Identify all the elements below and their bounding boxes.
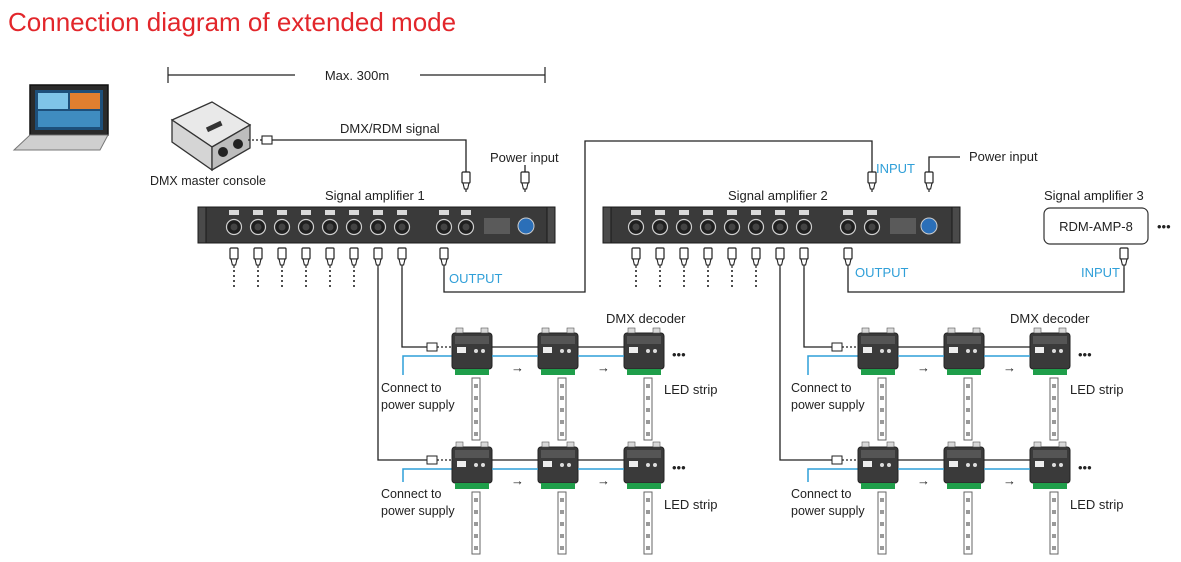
input-label-2: INPUT: [876, 161, 915, 176]
led-strip-label-2a: LED strip: [1070, 382, 1123, 397]
master-console-label: DMX master console: [150, 174, 266, 188]
dmx-signal-cable: [248, 135, 471, 193]
power-input-plug-1: [520, 165, 530, 193]
power-supply-label-2b-l1: Connect to: [791, 487, 852, 501]
amp1-to-amp2-cable: [443, 140, 873, 293]
power-supply-label-1a-l1: Connect to: [381, 381, 442, 395]
distance-label: Max. 300m: [325, 68, 389, 83]
dmx-decoder: [451, 441, 493, 490]
signal-amplifier-1: [197, 206, 556, 244]
flow-arrow: →: [917, 360, 930, 375]
dmx-decoder: [943, 327, 985, 376]
signal-label: DMX/RDM signal: [340, 121, 440, 136]
power-supply-label-1a-l2: power supply: [381, 398, 455, 412]
chain-more-1b: •••: [672, 460, 686, 475]
decoder-label-1a: DMX decoder: [606, 311, 686, 326]
led-strip-label-1a: LED strip: [664, 382, 717, 397]
power-input-label-2: Power input: [969, 149, 1038, 164]
chain-more-2a: •••: [1078, 347, 1092, 362]
laptop-icon: [12, 84, 109, 151]
flow-arrow: →: [1003, 360, 1016, 375]
dmx-decoder: [857, 327, 899, 376]
dmx-decoder: [943, 441, 985, 490]
input-label-3: INPUT: [1081, 265, 1120, 280]
power-input-plug-2: [924, 156, 960, 193]
amp2-to-amp3-cable: [847, 268, 1125, 293]
power-supply-label-1b-l2: power supply: [381, 504, 455, 518]
dmx-decoder: [857, 441, 899, 490]
dmx-decoder: [537, 327, 579, 376]
flow-arrow: →: [511, 360, 524, 375]
decoder-label-2a: DMX decoder: [1010, 311, 1090, 326]
dmx-master-console-icon: [170, 101, 252, 172]
amplifier-1-output-plugs: [229, 247, 449, 290]
power-supply-label-2a-l2: power supply: [791, 398, 865, 412]
dmx-decoder: [537, 441, 579, 490]
dmx-decoder: [623, 327, 665, 376]
decoder-chain-1a: → →: [401, 268, 665, 441]
flow-arrow: →: [917, 473, 930, 488]
decoder-chain-1b: → →: [377, 268, 665, 555]
chain-more-2b: •••: [1078, 460, 1092, 475]
dmx-decoder: [623, 441, 665, 490]
output-label-1: OUTPUT: [449, 271, 503, 286]
decoder-chain-2b: → →: [779, 268, 1071, 555]
led-strip-label-2b: LED strip: [1070, 497, 1123, 512]
signal-amplifier-2: [602, 206, 961, 244]
dmx-decoder: [1029, 327, 1071, 376]
amplifier-2-label: Signal amplifier 2: [728, 188, 828, 203]
power-supply-label-1b-l1: Connect to: [381, 487, 442, 501]
amplifier-2-output-plugs: [631, 247, 853, 290]
page-title: Connection diagram of extended mode: [8, 7, 456, 37]
dmx-decoder: [451, 327, 493, 376]
amplifier-3-label: Signal amplifier 3: [1044, 188, 1144, 203]
flow-arrow: →: [597, 360, 610, 375]
power-supply-label-2a-l1: Connect to: [791, 381, 852, 395]
power-supply-label-2b-l2: power supply: [791, 504, 865, 518]
amplifier-1-label: Signal amplifier 1: [325, 188, 425, 203]
flow-arrow: →: [511, 473, 524, 488]
chain-more-1a: •••: [672, 347, 686, 362]
power-input-label-1: Power input: [490, 150, 559, 165]
amplifier-3-more: •••: [1157, 219, 1171, 234]
output-label-2: OUTPUT: [855, 265, 909, 280]
dmx-decoder: [1029, 441, 1071, 490]
amplifier-3-model: RDM-AMP-8: [1059, 219, 1133, 234]
decoder-chain-2a: → →: [803, 268, 1071, 441]
signal-amplifier-3: RDM-AMP-8: [1043, 207, 1149, 245]
flow-arrow: →: [1003, 473, 1016, 488]
led-strip-label-1b: LED strip: [664, 497, 717, 512]
flow-arrow: →: [597, 473, 610, 488]
distance-dimension: Max. 300m: [167, 67, 546, 83]
